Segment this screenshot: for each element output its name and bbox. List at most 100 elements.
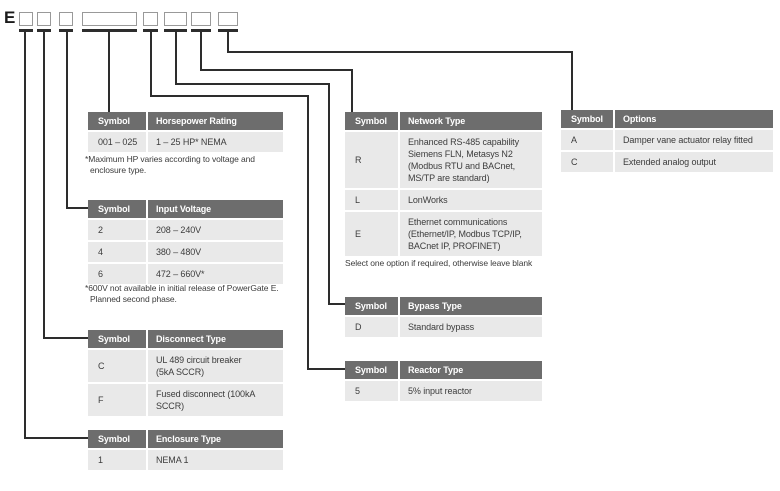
options-column-header: Options (615, 110, 773, 128)
value-cell: LonWorks (400, 190, 542, 210)
table-row: D Standard bypass (345, 317, 542, 337)
table-row: 2 208 – 240V (88, 220, 283, 240)
table-header-row: Symbol Reactor Type (345, 361, 542, 379)
code-prefix-letter: E (4, 8, 16, 27)
enclosure-table: Symbol Enclosure Type 1 NEMA 1 (88, 430, 283, 470)
value-cell: 380 – 480V (148, 242, 283, 262)
network-column-header: Network Type (400, 112, 542, 130)
connector-line (227, 29, 229, 53)
connector-line (328, 303, 345, 305)
table-header-row: Symbol Options (561, 110, 773, 128)
value-cell: Extended analog output (615, 152, 773, 172)
connector-line (24, 29, 26, 439)
code-box-7 (191, 12, 211, 26)
table-row: 5 5% input reactor (345, 381, 542, 401)
input-voltage-column-header: Input Voltage (148, 200, 283, 218)
value-cell: NEMA 1 (148, 450, 283, 470)
enclosure-column-header: Enclosure Type (148, 430, 283, 448)
horsepower-table: Symbol Horsepower Rating 001 – 025 1 – 2… (88, 112, 283, 152)
value-cell: Ethernet communications (Ethernet/IP, Mo… (400, 212, 542, 256)
table-row: 001 – 025 1 – 25 HP* NEMA (88, 132, 283, 152)
value-cell: 1 – 25 HP* NEMA (148, 132, 283, 152)
value-cell: Enhanced RS-485 capability Siemens FLN, … (400, 132, 542, 188)
symbol-column-header: Symbol (88, 430, 146, 448)
table-header-row: Symbol Horsepower Rating (88, 112, 283, 130)
connector-line (108, 29, 110, 112)
connector-line (24, 437, 88, 439)
table-header-row: Symbol Bypass Type (345, 297, 542, 315)
connector-line (66, 207, 88, 209)
input-voltage-table: Symbol Input Voltage 2 208 – 240V 4 380 … (88, 200, 283, 284)
connector-line (43, 29, 45, 339)
value-cell: 5% input reactor (400, 381, 542, 401)
connector-line (43, 337, 88, 339)
table-row: 6 472 – 660V* (88, 264, 283, 284)
symbol-cell: D (345, 317, 398, 337)
symbol-cell: L (345, 190, 398, 210)
connector-line (351, 69, 353, 112)
connector-line (19, 29, 33, 32)
connector-line (150, 95, 309, 97)
table-row: 4 380 – 480V (88, 242, 283, 262)
symbol-column-header: Symbol (561, 110, 613, 128)
table-row: R Enhanced RS-485 capability Siemens FLN… (345, 132, 542, 188)
options-table: Symbol Options A Damper vane actuator re… (561, 110, 773, 172)
code-box-4 (82, 12, 137, 26)
table-header-row: Symbol Disconnect Type (88, 330, 283, 348)
connector-line (307, 95, 309, 370)
disconnect-column-header: Disconnect Type (148, 330, 283, 348)
value-cell: 472 – 660V* (148, 264, 283, 284)
symbol-cell: 6 (88, 264, 146, 284)
symbol-column-header: Symbol (345, 297, 398, 315)
symbol-cell: E (345, 212, 398, 256)
disconnect-table: Symbol Disconnect Type C UL 489 circuit … (88, 330, 283, 416)
connector-line (175, 29, 177, 85)
connector-line (200, 69, 353, 71)
value-cell: UL 489 circuit breaker (5kA SCCR) (148, 350, 283, 382)
code-box-1 (19, 12, 33, 26)
symbol-cell: 4 (88, 242, 146, 262)
connector-line (571, 51, 573, 110)
value-cell: Damper vane actuator relay fitted (615, 130, 773, 150)
input-voltage-footnote: *600V not available in initial release o… (85, 283, 279, 304)
value-cell: Standard bypass (400, 317, 542, 337)
table-row: 1 NEMA 1 (88, 450, 283, 470)
horsepower-column-header: Horsepower Rating (148, 112, 283, 130)
bypass-column-header: Bypass Type (400, 297, 542, 315)
connector-line (328, 83, 330, 305)
table-header-row: Symbol Input Voltage (88, 200, 283, 218)
table-row: C Extended analog output (561, 152, 773, 172)
code-box-8 (218, 12, 238, 26)
reactor-table: Symbol Reactor Type 5 5% input reactor (345, 361, 542, 401)
symbol-cell: 2 (88, 220, 146, 240)
reactor-column-header: Reactor Type (400, 361, 542, 379)
connector-line (200, 29, 202, 71)
table-header-row: Symbol Enclosure Type (88, 430, 283, 448)
table-row: F Fused disconnect (100kA SCCR) (88, 384, 283, 416)
code-box-5 (143, 12, 158, 26)
horsepower-footnote: *Maximum HP varies according to voltage … (85, 154, 255, 175)
symbol-cell: F (88, 384, 146, 416)
symbol-column-header: Symbol (345, 112, 398, 130)
symbol-column-header: Symbol (88, 112, 146, 130)
bypass-table: Symbol Bypass Type D Standard bypass (345, 297, 542, 337)
symbol-column-header: Symbol (88, 200, 146, 218)
table-row: A Damper vane actuator relay fitted (561, 130, 773, 150)
symbol-cell: A (561, 130, 613, 150)
connector-line (307, 368, 345, 370)
symbol-column-header: Symbol (345, 361, 398, 379)
code-box-2 (37, 12, 51, 26)
symbol-column-header: Symbol (88, 330, 146, 348)
table-header-row: Symbol Network Type (345, 112, 542, 130)
table-row: C UL 489 circuit breaker (5kA SCCR) (88, 350, 283, 382)
value-cell: Fused disconnect (100kA SCCR) (148, 384, 283, 416)
connector-line (150, 29, 152, 97)
network-table: Symbol Network Type R Enhanced RS-485 ca… (345, 112, 542, 256)
symbol-cell: 5 (345, 381, 398, 401)
code-box-3 (59, 12, 73, 26)
value-cell: 208 – 240V (148, 220, 283, 240)
symbol-cell: C (88, 350, 146, 382)
symbol-cell: C (561, 152, 613, 172)
connector-line (66, 29, 68, 209)
connector-line (175, 83, 330, 85)
